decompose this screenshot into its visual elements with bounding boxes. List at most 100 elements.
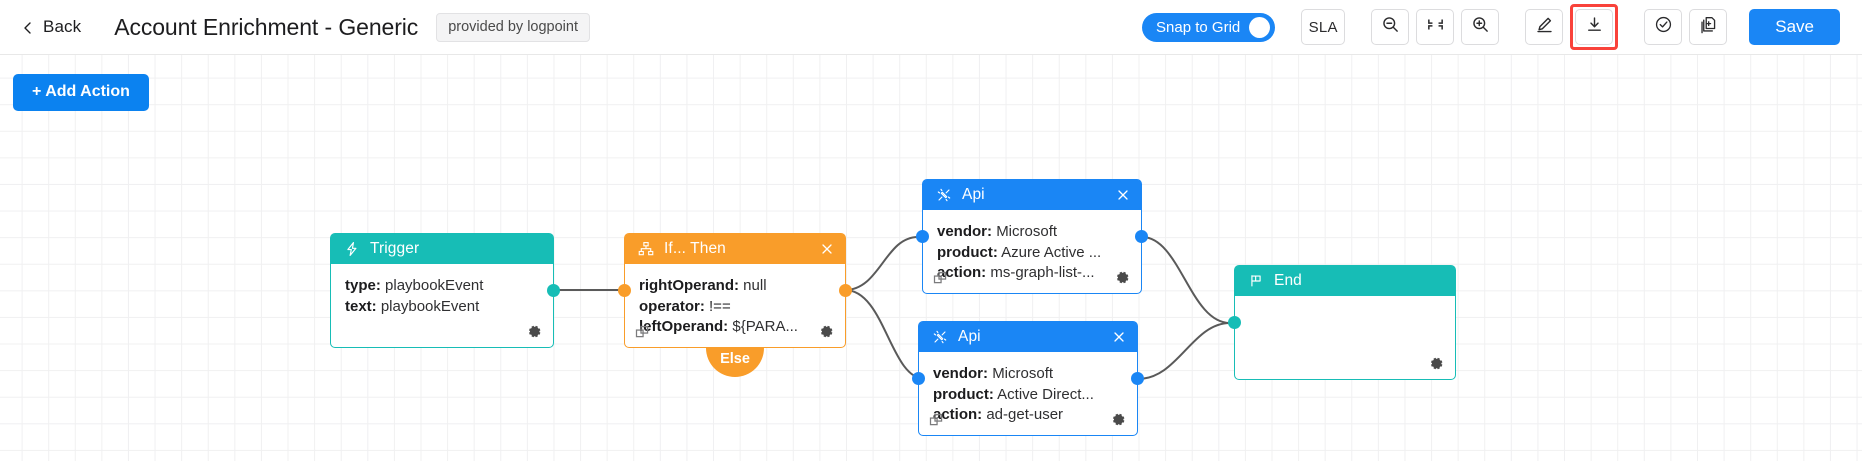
node-body: vendor: Microsoft product: Active Direct…	[919, 352, 1137, 436]
field-key: vendor:	[933, 365, 989, 382]
field-key: leftOperand:	[639, 318, 729, 335]
download-button-highlight	[1570, 4, 1619, 50]
api-plug-icon	[931, 329, 948, 346]
field-value: Microsoft	[992, 365, 1054, 382]
field-key: text:	[345, 297, 377, 315]
provided-by-badge: provided by logpoint	[436, 12, 590, 42]
input-port[interactable]	[912, 372, 925, 385]
edit-button[interactable]	[1525, 9, 1564, 45]
field-value: Microsoft	[996, 223, 1058, 240]
workflow-canvas[interactable]: + Add Action Trigger	[0, 55, 1862, 461]
node-field: product: Active Direct...	[933, 385, 1125, 406]
node-trigger[interactable]: Trigger type: playbookEvent text: playbo…	[330, 233, 560, 348]
node-header: Api	[919, 322, 1137, 352]
duplicate-node-icon[interactable]	[635, 325, 650, 340]
duplicate-playbook-button[interactable]	[1689, 9, 1728, 45]
node-field: product: Azure Active ...	[937, 243, 1129, 264]
edge-api-azure-to-end	[1141, 236, 1231, 324]
node-end[interactable]: End	[1228, 265, 1456, 380]
validate-button[interactable]	[1644, 9, 1683, 45]
output-port[interactable]	[547, 284, 560, 297]
node-header: Trigger	[331, 234, 553, 264]
sitemap-icon	[637, 241, 654, 258]
back-label: Back	[43, 17, 82, 36]
node-if-then[interactable]: If... Then rightOperand: null operator: …	[618, 233, 852, 348]
gear-icon[interactable]	[527, 324, 542, 339]
duplicate-node-icon[interactable]	[933, 271, 948, 286]
field-value: ad-get-user	[986, 406, 1064, 423]
validate-controls	[1644, 9, 1728, 45]
zoom-controls	[1371, 9, 1500, 45]
fit-to-screen-icon	[1426, 15, 1445, 39]
gear-icon[interactable]	[1429, 356, 1444, 371]
field-key: vendor:	[937, 223, 993, 240]
node-field: action: ad-get-user	[933, 405, 1125, 426]
field-value: !==	[709, 297, 731, 315]
output-port[interactable]	[839, 284, 852, 297]
back-button[interactable]: Back	[22, 17, 81, 37]
node-field: operator: !==	[639, 297, 833, 318]
node-field: vendor: Microsoft	[933, 364, 1125, 385]
page-title: Account Enrichment - Generic	[114, 13, 419, 40]
field-value: ${PARA...	[732, 318, 798, 335]
field-value: Active Direct...	[997, 385, 1094, 403]
node-title: Trigger	[370, 240, 420, 257]
else-label: Else	[720, 351, 750, 367]
output-port[interactable]	[1135, 230, 1148, 243]
field-value: ms-graph-list-...	[990, 264, 1095, 281]
node-header: Api	[923, 180, 1141, 210]
download-button[interactable]	[1575, 9, 1614, 45]
node-field: text: playbookEvent	[345, 297, 541, 318]
add-action-button[interactable]: + Add Action	[13, 74, 149, 111]
sla-button[interactable]: SLA	[1301, 9, 1346, 45]
node-field: action: ms-graph-list-...	[937, 263, 1129, 284]
field-value: Azure Active ...	[1001, 243, 1102, 261]
gear-icon[interactable]	[1111, 412, 1126, 427]
node-api-active-directory[interactable]: Api vendor: Microsoft product: Active Di…	[912, 321, 1144, 436]
duplicate-node-icon[interactable]	[929, 413, 944, 428]
chevron-left-icon	[22, 21, 34, 34]
node-api-azure-ad[interactable]: Api vendor: Microsoft product: Azure Act…	[916, 179, 1148, 294]
zoom-in-button[interactable]	[1461, 9, 1500, 45]
edge-if-to-api-ad	[844, 289, 926, 380]
pencil-edit-icon	[1535, 15, 1554, 39]
field-value: playbookEvent	[385, 277, 484, 294]
edge-api-ad-to-end	[1137, 322, 1231, 380]
check-circle-icon	[1654, 15, 1673, 39]
edit-controls	[1525, 4, 1619, 50]
header-toolbar: Snap to Grid SLA	[1142, 4, 1840, 50]
input-port[interactable]	[916, 230, 929, 243]
save-button[interactable]: Save	[1749, 9, 1840, 45]
toggle-knob	[1249, 16, 1271, 38]
node-field: leftOperand: ${PARA...	[639, 317, 833, 338]
node-title: Api	[958, 328, 981, 345]
edge-if-to-api-azure	[844, 236, 919, 291]
field-key: operator:	[639, 297, 705, 315]
node-body	[1235, 296, 1455, 380]
zoom-in-icon	[1471, 15, 1490, 39]
close-icon[interactable]	[1115, 187, 1131, 203]
api-plug-icon	[935, 187, 952, 204]
else-branch-tab[interactable]: Else	[706, 347, 764, 377]
gear-icon[interactable]	[819, 324, 834, 339]
output-port[interactable]	[1131, 372, 1144, 385]
input-port[interactable]	[1228, 316, 1241, 329]
field-key: type:	[345, 277, 381, 294]
fit-to-screen-button[interactable]	[1416, 9, 1455, 45]
close-icon[interactable]	[1111, 329, 1127, 345]
field-value: playbookEvent	[380, 297, 480, 315]
snap-to-grid-toggle[interactable]: Snap to Grid	[1142, 12, 1276, 42]
node-body: type: playbookEvent text: playbookEvent	[331, 264, 553, 348]
node-header: End	[1235, 266, 1455, 296]
input-port[interactable]	[618, 284, 631, 297]
flag-icon	[1247, 273, 1264, 290]
sla-label: SLA	[1308, 18, 1338, 36]
snap-to-grid-label: Snap to Grid	[1156, 18, 1241, 36]
zoom-out-button[interactable]	[1371, 9, 1410, 45]
lightning-bolt-icon	[343, 241, 360, 258]
gear-icon[interactable]	[1115, 270, 1130, 285]
close-icon[interactable]	[819, 241, 835, 257]
zoom-out-icon	[1381, 15, 1400, 39]
node-field: vendor: Microsoft	[937, 222, 1129, 243]
